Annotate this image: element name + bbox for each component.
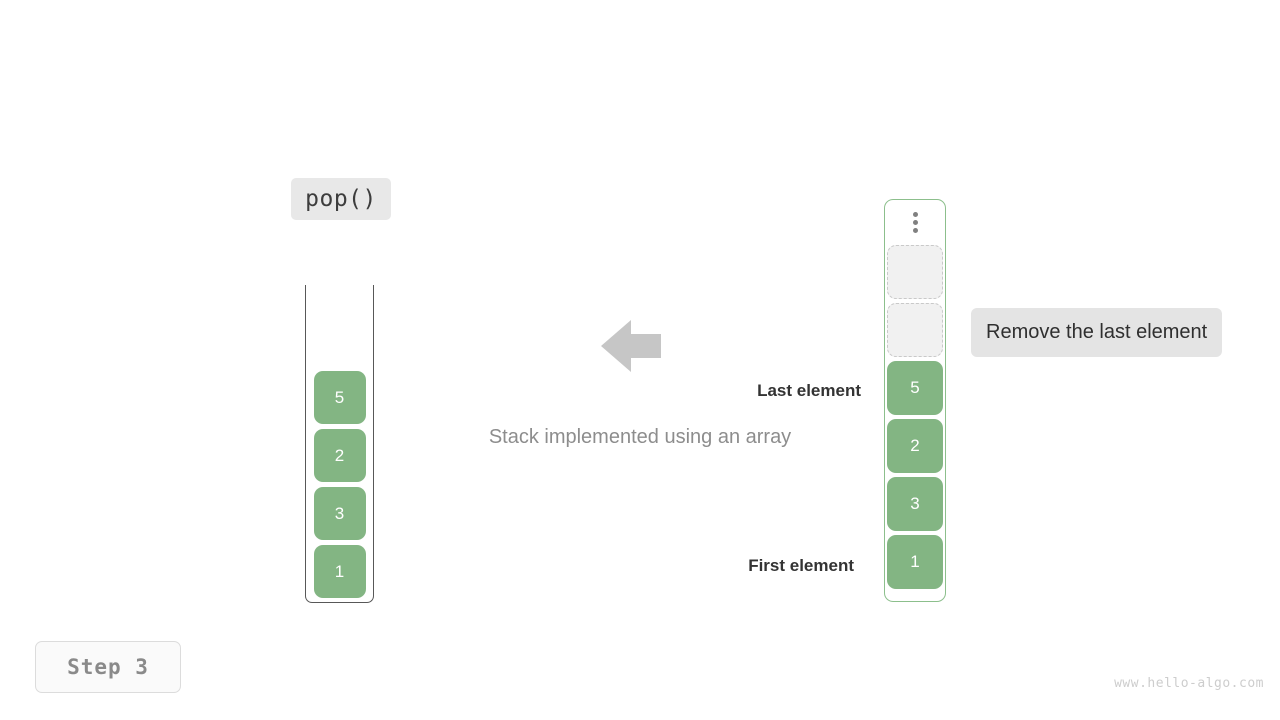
operation-badge: pop() (291, 178, 391, 220)
hint-badge: Remove the last element (971, 308, 1223, 357)
array-element: 2 (887, 419, 943, 473)
stack-element: 5 (313, 371, 366, 424)
annotation-last-element: Last element (757, 381, 861, 400)
empty-slot (887, 303, 943, 357)
step-label: Step 3 (67, 655, 149, 679)
stack-element: 2 (313, 429, 366, 482)
array-element: 1 (887, 535, 943, 589)
abstract-stack-items: 5 2 3 1 (305, 371, 374, 598)
caption-text: Stack implemented using an array (488, 426, 792, 448)
empty-slot (887, 245, 943, 299)
watermark: www.hello-algo.com (1114, 676, 1264, 691)
annotation-first-element: First element (748, 556, 854, 575)
vertical-ellipsis-icon (885, 212, 945, 233)
array-element: 3 (887, 477, 943, 531)
stack-element: 3 (313, 487, 366, 540)
abstract-stack-container: 5 2 3 1 (305, 285, 374, 603)
arrow-left-icon (601, 320, 661, 372)
array-stack-items: 5 2 3 1 (885, 245, 945, 589)
stack-walls (305, 285, 374, 603)
ellipsis-dot (912, 212, 918, 217)
ellipsis-dot (912, 220, 918, 225)
stack-element: 1 (313, 545, 366, 598)
operation-label: pop() (305, 186, 377, 212)
hint-label: Remove the last element (986, 321, 1208, 343)
array-element: 5 (887, 361, 943, 415)
diagram-caption: Stack implemented using an array (0, 426, 1280, 449)
array-stack-container: 5 2 3 1 (884, 199, 946, 602)
step-badge: Step 3 (35, 641, 181, 693)
ellipsis-dot (912, 228, 918, 233)
